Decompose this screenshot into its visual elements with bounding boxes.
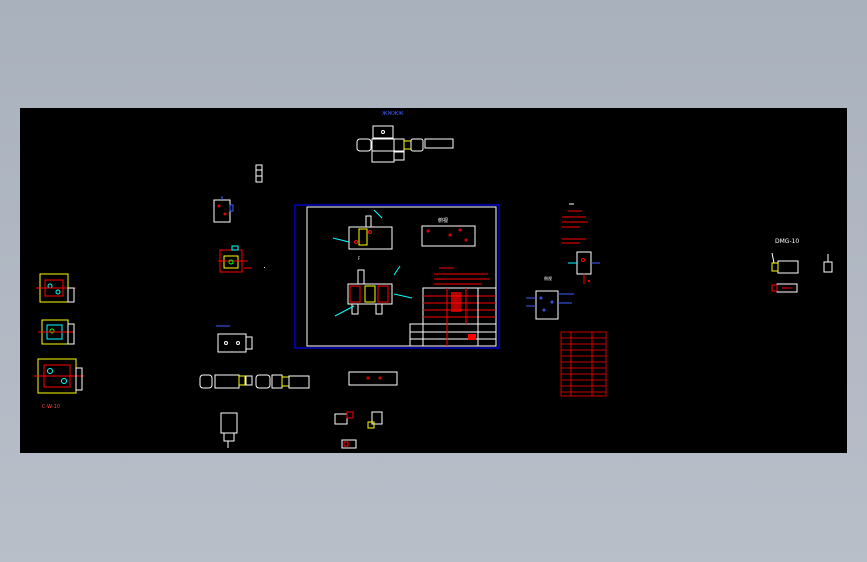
bottom-small-parts[interactable] (334, 371, 398, 449)
misc-marks (264, 267, 590, 282)
left-part-2[interactable] (38, 319, 75, 345)
sheet-assembly-view[interactable] (334, 265, 413, 317)
right-part-caption: DMG-10 (775, 238, 799, 245)
front-view-label: F (358, 256, 361, 261)
top-assembly[interactable]: ЖЖЖЖ (356, 111, 454, 163)
cylinder-part-1[interactable] (255, 164, 263, 183)
cad-drawing: ЖЖЖЖ (34, 111, 833, 449)
technical-notes (434, 267, 490, 285)
drawing-sheet[interactable]: F 俯视 (294, 204, 500, 349)
left-part-1[interactable] (36, 273, 76, 303)
left-part-3[interactable]: C-W-10 (34, 358, 84, 410)
bottom-housing[interactable] (220, 412, 238, 448)
parts-table[interactable] (560, 331, 607, 397)
sheet-side-view[interactable]: 俯视 (421, 217, 476, 247)
title-block[interactable] (409, 287, 497, 347)
valve-block-blue[interactable] (213, 196, 234, 223)
left-part-caption: C-W-10 (42, 404, 60, 410)
right-notes (562, 203, 588, 244)
sheet-view-label: 俯视 (438, 217, 448, 224)
side-label: 侧视 (544, 275, 552, 281)
drawing-viewport[interactable]: ЖЖЖЖ (20, 108, 847, 453)
bottom-row-parts[interactable] (199, 374, 310, 389)
sheet-front-view[interactable]: F (332, 209, 393, 261)
colored-part-left[interactable] (218, 245, 252, 273)
right-block-blue[interactable]: 侧视 (526, 275, 574, 320)
far-right-part[interactable]: DMG-10 (771, 238, 833, 293)
bottom-left-block[interactable] (216, 325, 253, 353)
top-assembly-label: ЖЖЖЖ (382, 111, 404, 117)
right-valve[interactable] (568, 251, 600, 284)
